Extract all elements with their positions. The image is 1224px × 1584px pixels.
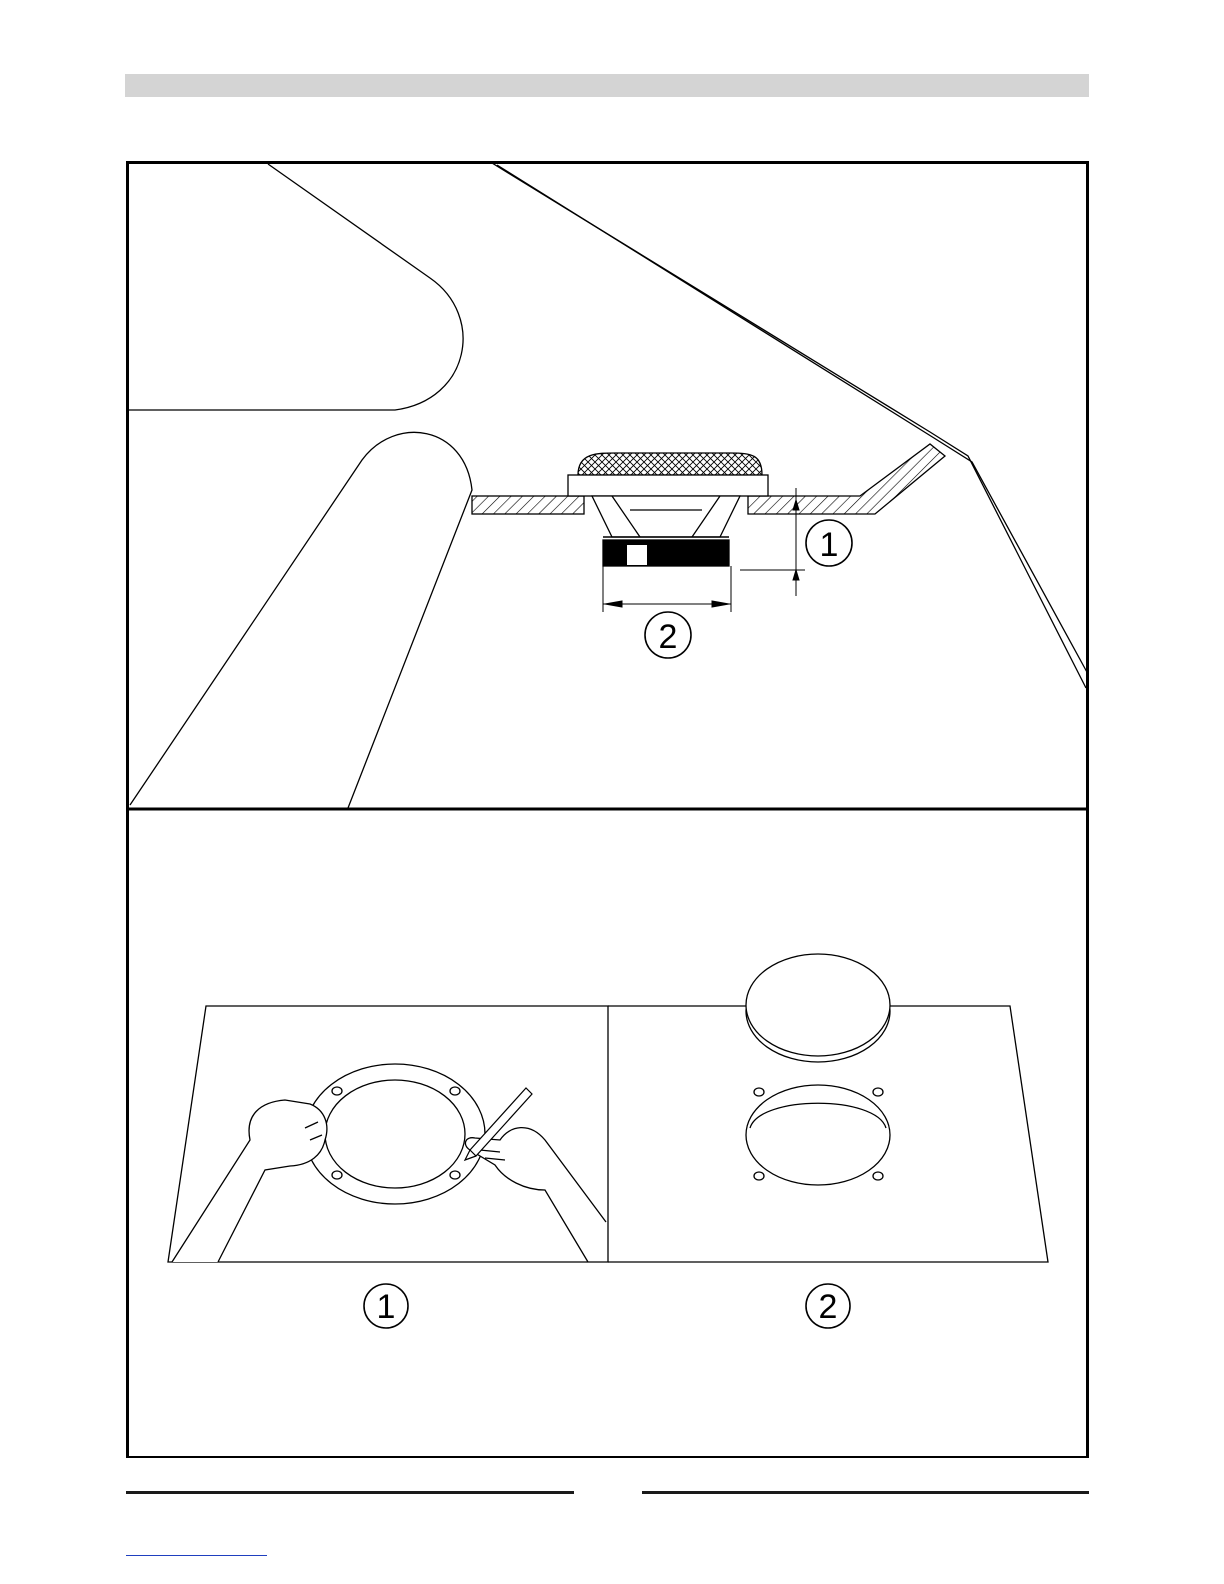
upper-trim (128, 164, 463, 410)
step-1-label: 1 (377, 1288, 396, 1326)
footer-rule-right (642, 1491, 1089, 1494)
callout-2-label: 2 (659, 618, 678, 656)
speaker-basket (592, 496, 740, 537)
left-hand (172, 1100, 327, 1262)
window-glass (492, 163, 1086, 688)
footer-link-underline[interactable] (126, 1555, 267, 1556)
speaker-icon (568, 453, 768, 566)
speaker-grille (578, 453, 762, 475)
armrest (130, 432, 472, 808)
door-panel-left (472, 496, 584, 514)
speaker-flange (568, 475, 768, 496)
door-panel-right (748, 444, 945, 514)
footer-rule-left (126, 1491, 574, 1494)
right-hand (465, 1128, 606, 1262)
header-bar (125, 74, 1089, 97)
installation-figure: 1 2 (126, 161, 1089, 1458)
step-2-label: 2 (819, 1288, 838, 1326)
callout-1-label: 1 (820, 526, 839, 564)
speaker-hole (746, 1085, 890, 1185)
window-glass-inner (497, 165, 1088, 674)
mounting-ring-icon (305, 1064, 485, 1204)
cutout-disc-icon (746, 954, 890, 1062)
speaker-magnet (603, 540, 729, 566)
dimension-diameter (603, 566, 731, 612)
